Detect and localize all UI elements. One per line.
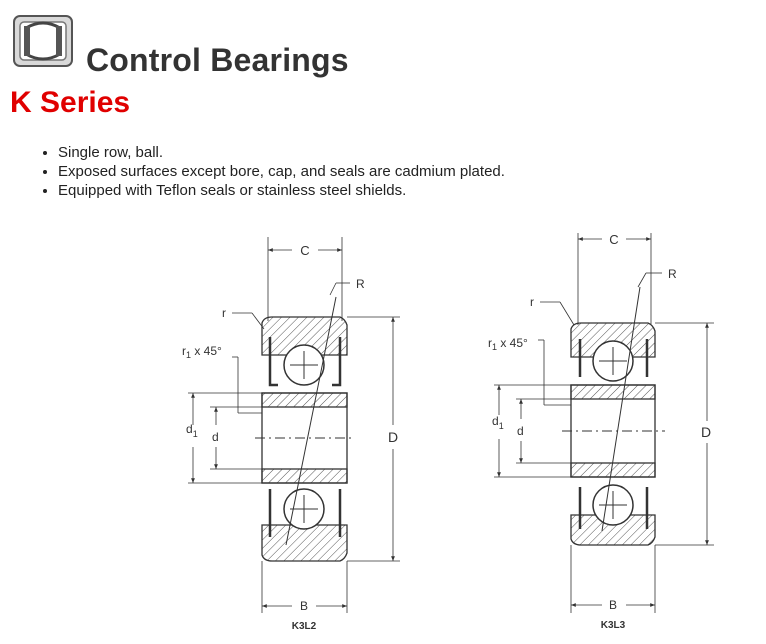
page-header: Control Bearings K Series — [10, 10, 750, 120]
list-item: Exposed surfaces except bore, cap, and s… — [58, 162, 505, 181]
bearing-drawings: C R r r1 x 45° d1 d D — [182, 232, 714, 632]
dim-r-lower-label: r — [222, 306, 226, 320]
dim-r-lower-label: r — [530, 295, 534, 309]
dim-d1-label: d1 — [492, 414, 504, 431]
page-title: Control Bearings — [86, 42, 349, 78]
list-item: Single row, ball. — [58, 143, 505, 162]
dim-r-upper-label: R — [356, 277, 365, 291]
dim-c-label: C — [300, 243, 309, 258]
drawing-k3l2: C R r r1 x 45° d1 d D — [182, 237, 400, 632]
dim-b-label: B — [609, 598, 617, 612]
list-item: Equipped with Teflon seals or stainless … — [58, 181, 505, 200]
chamfer-label: r1 x 45° — [182, 344, 222, 360]
dim-d-label: d — [517, 424, 524, 438]
dim-c-label: C — [609, 232, 618, 247]
dim-big-d-label: D — [388, 429, 398, 445]
model-label: K3L2 — [292, 621, 317, 632]
chamfer-label: r1 x 45° — [488, 336, 528, 352]
model-label: K3L3 — [601, 620, 626, 631]
drawing-k3l3: C R r r1 x 45° d1 d D — [488, 232, 714, 631]
dim-r-upper-label: R — [668, 267, 677, 281]
dim-big-d-label: D — [701, 424, 711, 440]
dim-d1-label: d1 — [186, 422, 198, 439]
series-subtitle: K Series — [10, 86, 131, 119]
dim-b-label: B — [300, 599, 308, 613]
dim-d-label: d — [212, 430, 219, 444]
feature-list: Single row, ball. Exposed surfaces excep… — [38, 143, 505, 200]
bearing-icon — [13, 15, 73, 67]
